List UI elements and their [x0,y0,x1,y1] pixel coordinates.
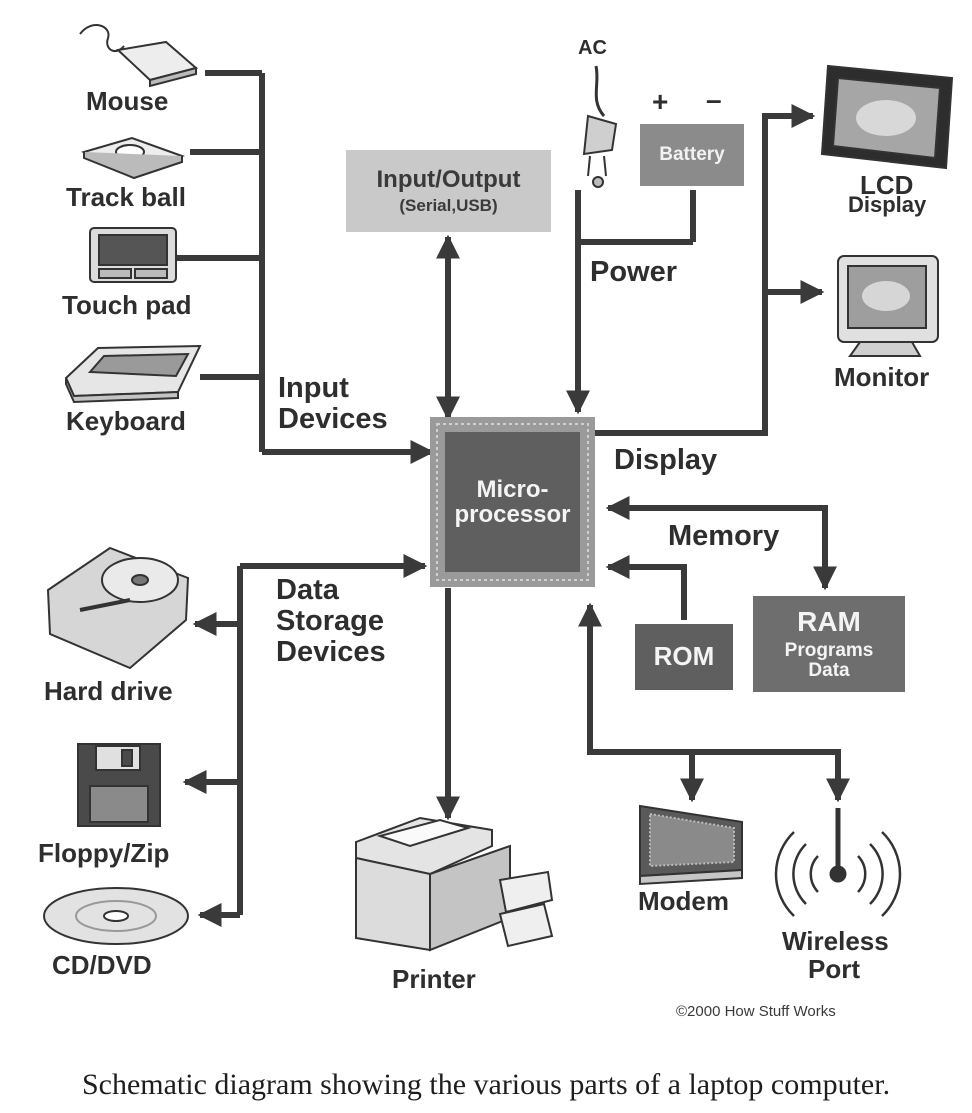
power-label: Power [590,256,678,288]
keyboard-icon [64,344,202,404]
input-group-label-2: Devices [278,403,388,435]
storage-bus-lines [182,554,428,927]
ac-plug-icon [582,65,618,188]
trackball-label: Track ball [66,182,186,212]
plus-label: + [652,86,669,117]
battery-box: Battery [640,124,744,186]
printer-icon [355,816,554,952]
display-lines [592,104,825,436]
cd-label: CD/DVD [52,950,152,980]
microprocessor-box: Micro- processor [445,432,580,572]
wireless-icon [774,808,902,917]
cpu-line-1: Micro- [476,475,549,503]
keyboard-label: Keyboard [66,406,186,436]
power-lines [566,190,696,415]
rom-label: ROM [653,641,715,672]
cd-icon [43,887,189,945]
network-lines [578,602,850,803]
storage-group-label-3: Devices [276,636,386,668]
floppy-icon [77,743,161,827]
lcd-label-2: Display [848,192,927,217]
cpu-line-2: processor [454,501,571,528]
trackball-icon [80,136,186,180]
battery-label: Battery [659,144,725,166]
ram-box: RAM Programs Data [753,596,905,692]
io-subtitle: (Serial,USB) [399,195,498,215]
memory-lines [605,496,837,620]
mouse-label: Mouse [86,86,169,116]
storage-group-label-1: Data [276,574,339,606]
mouse-icon [79,24,199,88]
touchpad-icon [89,227,177,283]
ac-label: AC [578,37,607,59]
hard-drive-label: Hard drive [44,676,173,706]
input-bus-lines [165,70,435,464]
ram-sub-2: Data [808,659,850,681]
display-label: Display [614,444,718,476]
ram-sub-1: Programs [784,639,874,661]
touchpad-label: Touch pad [62,290,192,320]
wireless-label-2: Port [808,954,860,984]
io-title: Input/Output [376,166,521,194]
hard-drive-icon [46,546,190,670]
storage-group-label-2: Storage [276,605,384,637]
figure-caption: Schematic diagram showing the various pa… [81,1068,891,1101]
rom-box: ROM [635,624,733,690]
memory-label: Memory [668,520,780,552]
input-group-label-1: Input [278,372,349,404]
printer-label: Printer [392,964,476,994]
modem-label: Modem [638,886,729,916]
lcd-display-icon [820,64,954,170]
modem-icon [639,804,743,886]
ram-label: RAM [797,606,861,638]
minus-label: – [706,84,722,115]
wireless-label-1: Wireless [782,926,889,956]
copyright-text: ©2000 How Stuff Works [676,1003,836,1020]
floppy-label: Floppy/Zip [38,838,170,868]
monitor-icon [837,255,939,357]
io-box: Input/Output (Serial,USB) [346,150,551,232]
lcd-label-1: LCD [860,170,914,200]
monitor-label: Monitor [834,362,930,392]
